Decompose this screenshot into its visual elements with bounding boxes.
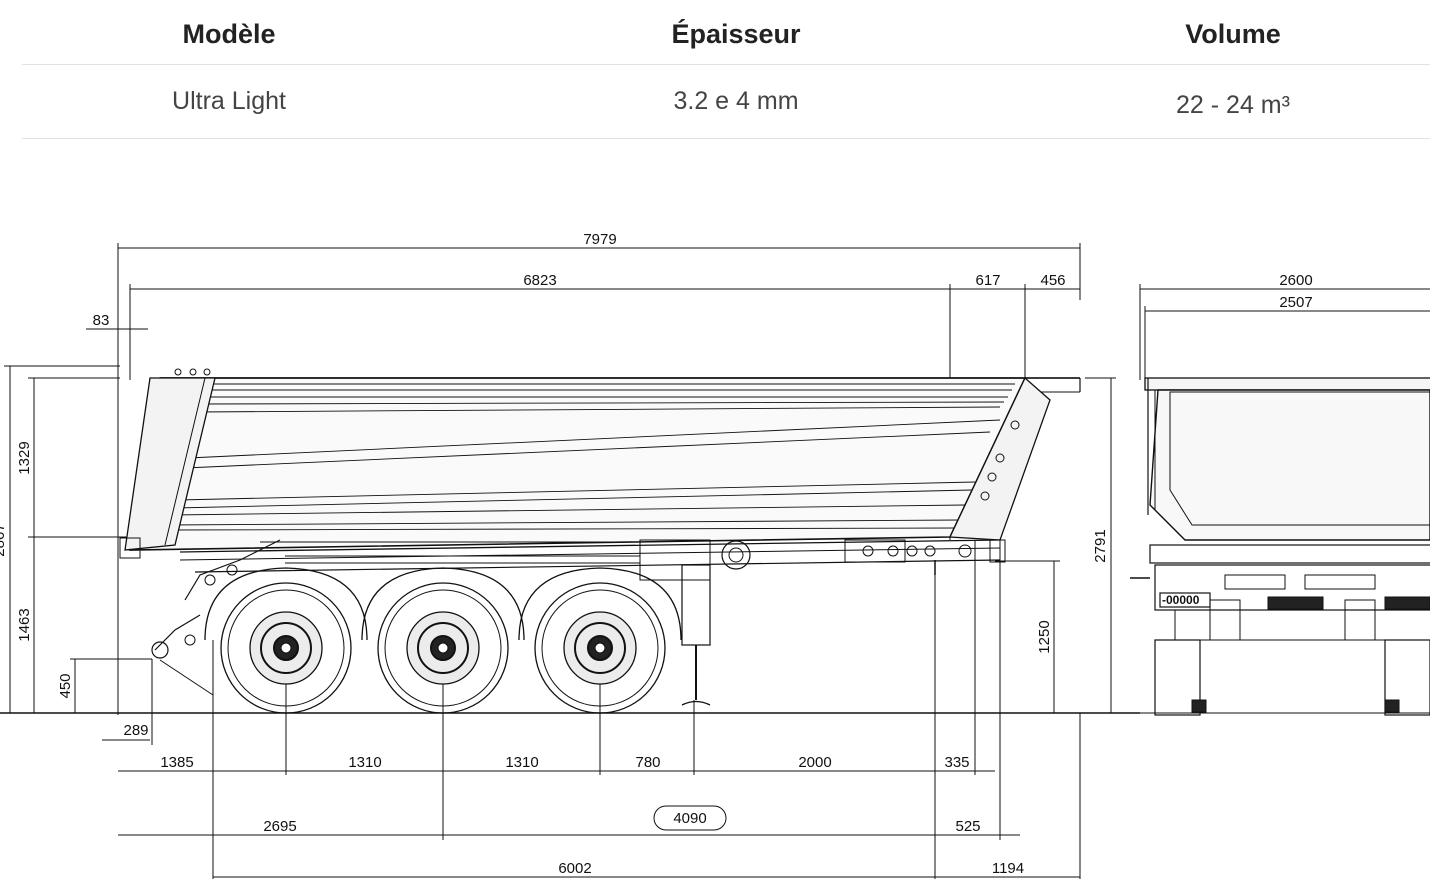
wheels (204, 567, 682, 714)
dim-1329: 1329 (16, 441, 33, 474)
dim-289: 289 (123, 722, 148, 739)
cell-volume: 22 - 24 m³ (1176, 91, 1290, 119)
dim-450: 450 (57, 673, 74, 698)
spec-table: Modèle Épaisseur Volume Ultra Light 3.2 … (22, 0, 1430, 139)
header-model: Modèle (182, 18, 276, 49)
dim-1310-a: 1310 (348, 754, 381, 771)
dim-2791: 2791 (1092, 529, 1109, 562)
dim-780: 780 (635, 754, 660, 771)
dim-4090: 4090 (673, 810, 706, 827)
wheel-1 (220, 582, 352, 714)
dim-335: 335 (944, 754, 969, 771)
dim-1463: 1463 (16, 608, 33, 641)
dim-617: 617 (975, 272, 1000, 289)
table-header-row: Modèle Épaisseur Volume (22, 0, 1430, 65)
dim-1385: 1385 (160, 754, 193, 771)
header-volume: Volume (1185, 18, 1281, 49)
dim-6002: 6002 (558, 860, 591, 877)
dimension-lines (4, 243, 1430, 879)
tipper-body-side (124, 368, 1081, 551)
dim-7979: 7979 (583, 231, 616, 248)
dim-525: 525 (955, 818, 980, 835)
dim-2000: 2000 (798, 754, 831, 771)
wheel-3 (534, 582, 666, 714)
dim-83: 83 (93, 312, 110, 329)
dimension-labels: 7979 6823 617 456 83 2867 1329 1463 450 … (0, 231, 1313, 877)
dim-2695: 2695 (263, 818, 296, 835)
table-row: Ultra Light 3.2 e 4 mm 22 - 24 m³ (22, 65, 1430, 139)
dim-2867: 2867 (0, 523, 8, 556)
dim-456: 456 (1040, 272, 1065, 289)
dim-1194: 1194 (992, 860, 1024, 877)
dim-1310-b: 1310 (505, 754, 538, 771)
header-thickness: Épaisseur (671, 18, 801, 49)
rear-plate-text: -00000 (1162, 593, 1200, 607)
dim-2600: 2600 (1279, 272, 1312, 289)
rear-view (1130, 377, 1430, 716)
cell-thickness: 3.2 e 4 mm (673, 87, 799, 115)
chassis-frame (119, 537, 1006, 706)
dim-4090-frame (653, 805, 727, 831)
dim-2507: 2507 (1279, 294, 1312, 311)
dim-6823: 6823 (523, 272, 556, 289)
dim-1250: 1250 (1036, 620, 1053, 653)
cell-model: Ultra Light (172, 87, 286, 115)
wheel-2 (377, 582, 509, 714)
